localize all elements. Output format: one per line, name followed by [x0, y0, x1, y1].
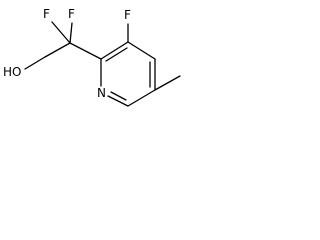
bond-cf2-f-left	[51, 21, 71, 44]
ring-bond-c6-n-inner	[110, 91, 127, 101]
bond-ch2-cf2	[44, 42, 71, 58]
bond-cf2-f-right	[69, 22, 73, 44]
atom-label-fluorine-b: F	[68, 7, 75, 21]
structure-canvas: F F F HO N	[0, 0, 219, 131]
ring-bond-c2-c3-inner	[105, 47, 128, 62]
bond-c5-methyl	[154, 75, 181, 91]
ring-bond-c2-c3	[100, 41, 129, 60]
ring-bond-c3-c4	[127, 41, 156, 60]
molecule-drawing: F F F HO N	[3, 7, 181, 107]
bond-o-ch2	[24, 56, 46, 70]
ring-bond-c5-c6	[127, 89, 156, 107]
bond-cf2-c2	[69, 42, 102, 60]
atom-label-hydroxyl: HO	[3, 65, 21, 79]
atom-label-fluorine-a: F	[43, 7, 50, 21]
bond-group	[24, 21, 181, 107]
atom-label-ring-nitrogen: N	[97, 86, 106, 100]
ring-bond-c6-n	[107, 95, 129, 107]
atom-label-fluorine-ring: F	[124, 8, 131, 22]
